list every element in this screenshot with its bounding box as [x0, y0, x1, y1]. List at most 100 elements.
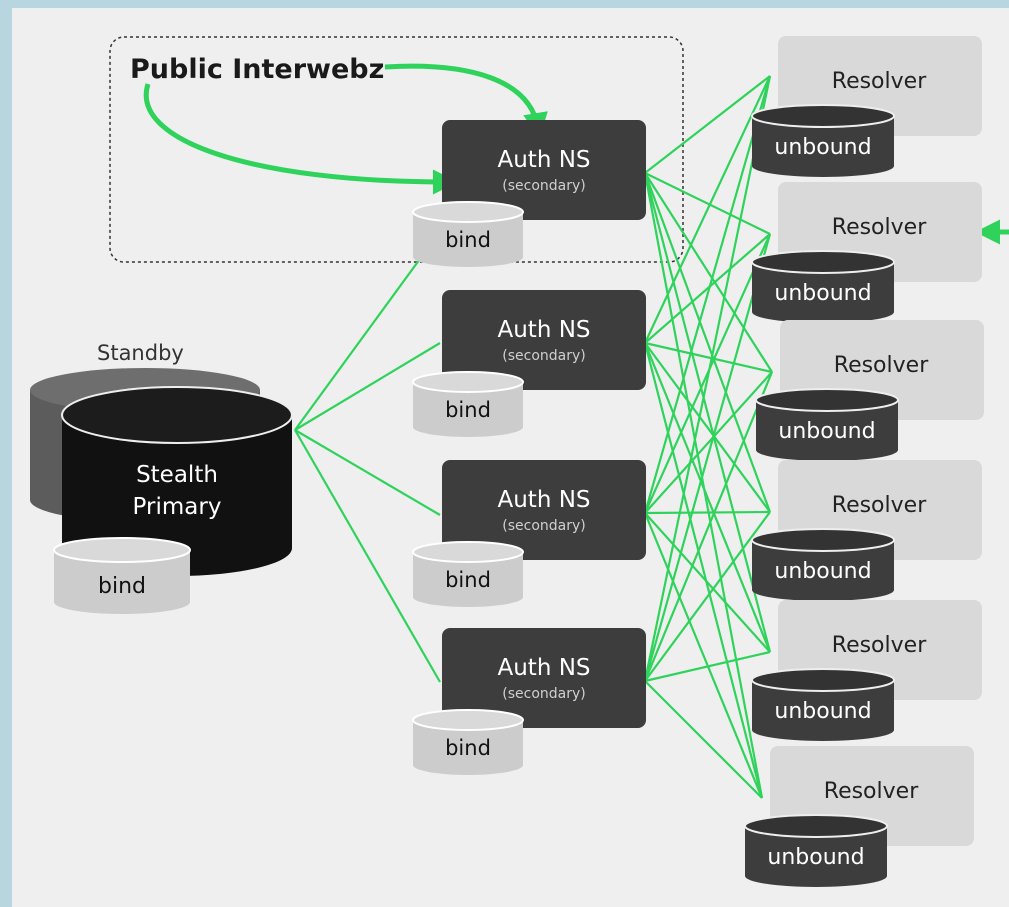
unbound-disk-icon	[752, 116, 894, 177]
bind-disk-top	[412, 201, 524, 223]
resolver-title: Resolver	[824, 779, 919, 804]
unbound-disk-top	[744, 814, 888, 838]
standby-label: Standby	[97, 341, 184, 365]
link-auth-1-to-resolver-1	[644, 75, 771, 174]
auth-ns-subtitle: (secondary)	[502, 178, 585, 194]
unbound-disk-icon	[745, 826, 887, 887]
auth-ns-box	[442, 120, 646, 220]
resolver-node: Resolver unbound	[751, 460, 982, 601]
unbound-disk-top	[751, 668, 895, 692]
primary-db-top	[61, 386, 293, 444]
auth-ns-node: Auth NS (secondary) bind	[412, 120, 646, 267]
unbound-disk-top	[751, 250, 895, 274]
resolver-title: Resolver	[832, 69, 927, 94]
unbound-label: unbound	[774, 135, 871, 160]
unbound-label: unbound	[767, 845, 864, 870]
unbound-disk-top	[755, 388, 899, 412]
primary-bind-disk-top	[53, 537, 191, 563]
bind-disk-top	[412, 541, 524, 563]
primary-label-line2: Primary	[133, 494, 222, 520]
link-primary-to-auth-4	[294, 429, 441, 683]
bind-disk-top	[412, 709, 524, 731]
link-auth-3-to-resolver-1	[643, 75, 772, 514]
link-auth-4-to-resolver-3	[643, 371, 774, 682]
primary-label-line1: Stealth	[136, 462, 218, 488]
link-auth-4-to-resolver-1	[643, 75, 772, 682]
primary-bind-disk-icon	[54, 550, 190, 614]
unbound-disk-icon	[752, 262, 894, 323]
auth-ns-title: Auth NS	[497, 655, 590, 681]
public-zone-box	[109, 36, 684, 263]
auth-ns-title: Auth NS	[497, 317, 590, 343]
link-auth-2-to-resolver-6	[643, 342, 764, 799]
auth-ns-box	[442, 628, 646, 728]
resolver-node: Resolver unbound	[751, 600, 982, 741]
bind-label: bind	[445, 736, 491, 760]
resolver-title: Resolver	[832, 215, 927, 240]
unbound-disk-icon	[756, 400, 898, 461]
link-auth-2-to-resolver-2	[644, 233, 771, 344]
link-auth-2-to-resolver-4	[644, 342, 771, 513]
link-primary-to-auth-3	[294, 429, 441, 516]
bind-disk-icon	[413, 382, 523, 437]
resolver-title: Resolver	[834, 353, 929, 378]
link-auth-1-to-resolver-2	[644, 172, 771, 235]
auth-ns-title: Auth NS	[497, 487, 590, 513]
primary-bind-label: bind	[98, 574, 146, 599]
unbound-label: unbound	[774, 559, 871, 584]
link-auth-2-to-resolver-5	[643, 342, 772, 653]
link-primary-to-auth-1	[294, 251, 426, 431]
auth-ns-title: Auth NS	[497, 147, 590, 173]
link-auth-4-to-resolver-4	[644, 511, 771, 682]
link-auth-3-to-resolver-5	[644, 512, 771, 653]
resolver-node: Resolver unbound	[751, 182, 982, 323]
link-auth-2-to-resolver-3	[644, 341, 773, 374]
auth-ns-box	[442, 290, 646, 390]
link-auth-4-to-resolver-2	[643, 233, 772, 682]
auth-ns-node: Auth NS (secondary) bind	[412, 290, 646, 437]
resolver-node: Resolver unbound	[755, 320, 984, 461]
stealth-primary-group: Standby Stealth Primary bind	[30, 341, 293, 614]
auth-ns-subtitle: (secondary)	[502, 686, 585, 702]
unbound-disk-top	[751, 104, 895, 128]
resolver-node: Resolver unbound	[744, 746, 974, 887]
unbound-disk-icon	[752, 540, 894, 601]
bind-label: bind	[445, 228, 491, 252]
auth-ns-node: Auth NS (secondary) bind	[412, 460, 646, 607]
primary-db-icon	[62, 415, 292, 576]
unbound-label: unbound	[778, 419, 875, 444]
public-zone-label: Public Interwebz	[130, 54, 384, 85]
link-group	[294, 75, 774, 799]
resolver-group: ResolverunboundResolverunboundResolverun…	[744, 36, 984, 887]
bind-disk-icon	[413, 720, 523, 775]
bind-label: bind	[445, 568, 491, 592]
unbound-label: unbound	[774, 699, 871, 724]
link-auth-2-to-resolver-1	[644, 75, 771, 344]
resolver-title: Resolver	[832, 633, 927, 658]
link-auth-1-to-resolver-4	[643, 172, 772, 513]
public-arrow-to-auth-disk	[143, 83, 458, 195]
auth-ns-subtitle: (secondary)	[502, 348, 585, 364]
link-auth-1-to-resolver-3	[644, 172, 773, 373]
link-auth-4-to-resolver-6	[644, 680, 763, 799]
auth-ns-node: Auth NS (secondary) bind	[412, 628, 646, 775]
link-auth-3-to-resolver-4	[644, 510, 771, 515]
unbound-disk-icon	[752, 680, 894, 741]
link-auth-3-to-resolver-6	[643, 512, 764, 799]
unbound-disk-top	[751, 528, 895, 552]
bind-disk-top	[412, 371, 524, 393]
bind-label: bind	[445, 398, 491, 422]
bind-disk-icon	[413, 212, 523, 267]
bind-disk-icon	[413, 552, 523, 607]
auth-ns-box	[442, 460, 646, 560]
link-primary-to-auth-2	[294, 342, 441, 431]
public-arrow-to-auth-box	[384, 63, 548, 138]
auth-ns-subtitle: (secondary)	[502, 518, 585, 534]
resolver-title: Resolver	[832, 493, 927, 518]
link-auth-3-to-resolver-3	[644, 371, 773, 514]
link-auth-4-to-resolver-5	[644, 650, 771, 683]
unbound-label: unbound	[774, 281, 871, 306]
resolver-node: Resolver unbound	[751, 36, 982, 177]
